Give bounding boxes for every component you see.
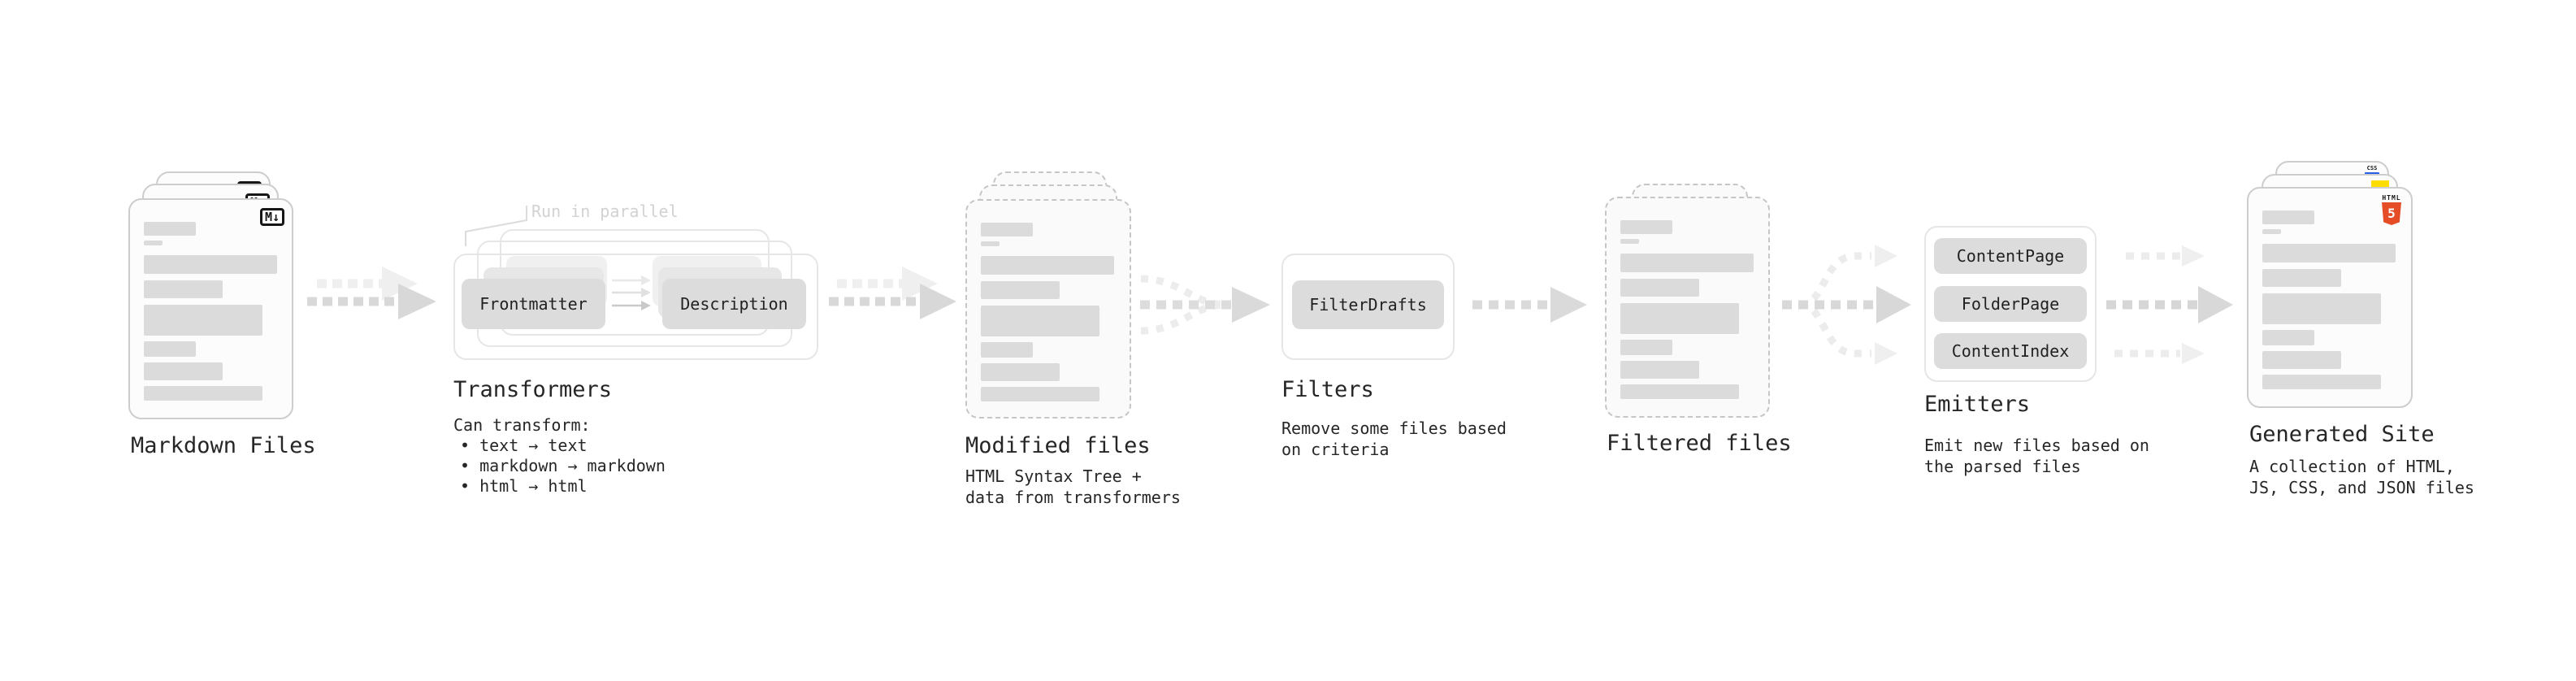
file-content-placeholder [1620,220,1754,399]
transformer-box-front [453,254,818,360]
annotation-leader-line [465,206,527,246]
filtered-files-stack [1605,184,1800,419]
modified-files-stack [965,171,1160,420]
modified-files-title: Modified files [965,433,1151,458]
html5-icon: HTML 5 [2381,194,2402,225]
emitter-chip-contentindex: ContentIndex [1934,333,2087,369]
js-icon [2371,180,2389,189]
filters-title: Filters [1281,377,1374,402]
transform-arrows-icon [612,275,651,310]
markdown-files-stack: M↓ M↓ M↓ [128,171,323,420]
generated-site-subtitle: A collection of HTML, JS, CSS, and JSON … [2249,457,2474,497]
transformers-bullet-list: • text → text • markdown → markdown • ht… [453,436,666,497]
arrow-fanout-filtered-to-emitters [1782,245,1911,365]
transformers-cluster: Frontmatter Description [453,229,818,360]
markdown-files-title: Markdown Files [131,433,316,458]
emitters-title: Emitters [1924,392,2031,417]
bullet-item: • html → html [460,476,588,496]
generated-site-title: Generated Site [2249,422,2435,447]
filtered-file-card-front [1605,197,1770,418]
file-content-placeholder [981,223,1114,401]
file-content-placeholder [2262,210,2396,389]
filters-subtitle: Remove some files based on criteria [1281,419,1507,459]
modified-files-subtitle: HTML Syntax Tree + data from transformer… [965,466,1181,507]
markdown-icon: M↓ [259,208,284,226]
frontmatter-chip: Frontmatter [462,279,605,329]
css-icon-underline [2365,172,2379,175]
filtered-files-title: Filtered files [1607,431,1792,456]
markdown-file-card-front: M↓ [128,198,293,419]
bullet-item: • markdown → markdown [460,456,666,475]
css-icon: CSS [2365,166,2379,175]
emitters-subtitle: Emit new files based on the parsed files [1924,436,2149,476]
filterdrafts-chip: FilterDrafts [1292,280,1444,329]
arrow-filters-to-filtered [1472,287,1587,323]
emitter-chip-folderpage: FolderPage [1934,286,2087,322]
file-content-placeholder [144,222,277,401]
html-file-card: HTML 5 [2247,187,2413,408]
run-in-parallel-annotation: Run in parallel [531,202,679,221]
arrow-merge-modified-to-filters [1140,275,1270,335]
bullet-item: • text → text [460,436,588,455]
generated-site-stack: CSS HTML 5 [2247,161,2442,410]
description-chip: Description [662,279,806,329]
transformers-description-heading: Can transform: [453,415,591,435]
arrow-emitters-to-generated [2106,245,2233,364]
transformers-title: Transformers [453,377,613,402]
arrow-markdown-to-transformers [307,267,436,319]
arrow-transformers-to-modified [829,267,956,319]
emitter-chip-contentpage: ContentPage [1934,238,2087,274]
modified-file-card-front [965,199,1131,419]
